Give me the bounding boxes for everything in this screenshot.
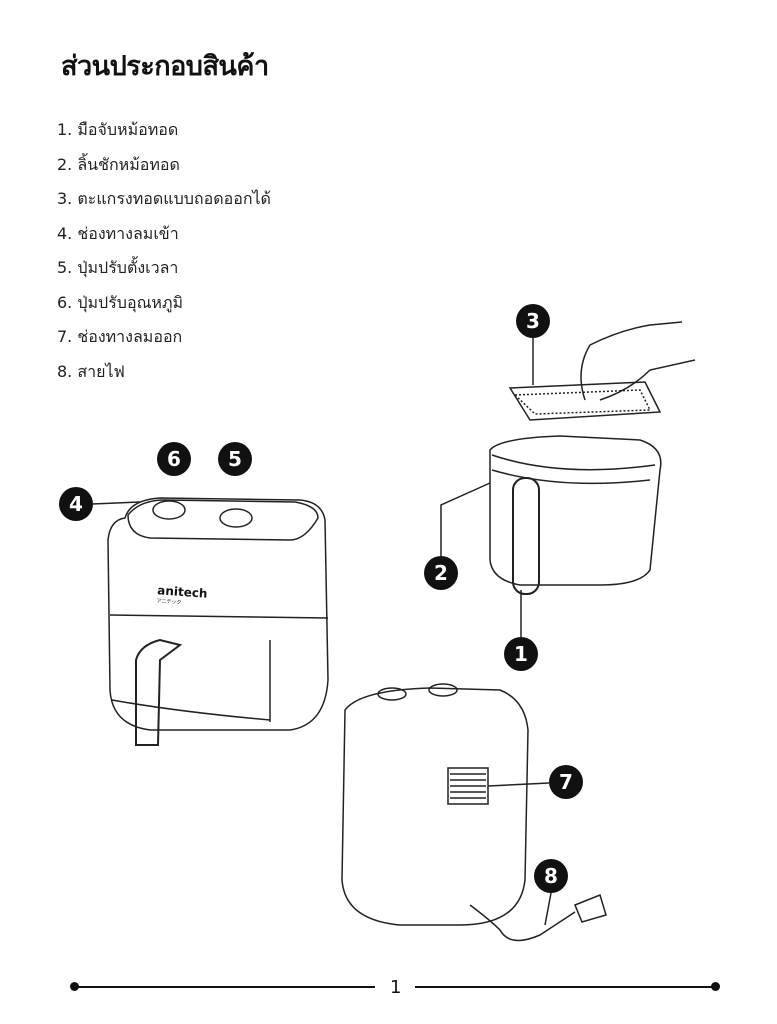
list-item: 1. มือจับหม้อทอด xyxy=(57,120,179,139)
fryer-basket-illustration xyxy=(440,321,696,637)
list-item: 6. ปุ่มปรับอุณหภูมิ xyxy=(57,292,184,312)
parts-list: 1. มือจับหม้อทอด 2. ลิ้นชักหม้อทอด 3. ตะ… xyxy=(57,118,271,394)
list-item: 2. ลิ้นชักหม้อทอด xyxy=(57,154,180,174)
list-item: 7. ช่องทางลมออก xyxy=(57,327,183,346)
list-item: 5. ปุ่มปรับตั้งเวลา xyxy=(57,258,179,277)
callout-7: 7 xyxy=(549,765,583,799)
callout-2: 2 xyxy=(424,556,458,590)
callout-6: 6 xyxy=(157,442,191,476)
fryer-back-illustration xyxy=(341,683,607,942)
footer-dot-left xyxy=(70,982,79,991)
page-title: ส่วนประกอบสินค้า xyxy=(61,51,269,82)
callout-8: 8 xyxy=(534,859,568,893)
fryer-front-illustration xyxy=(91,497,329,746)
footer-dot-right xyxy=(711,982,720,991)
callout-4: 4 xyxy=(59,487,93,521)
callout-3: 3 xyxy=(516,304,550,338)
callout-1: 1 xyxy=(504,637,538,671)
list-item: 4. ช่องทางลมเข้า xyxy=(57,223,179,243)
footer-divider-right xyxy=(415,986,715,988)
callout-5: 5 xyxy=(218,442,252,476)
page-number: 1 xyxy=(390,977,402,998)
list-item: 8. สายไฟ xyxy=(57,361,125,381)
list-item: 3. ตะแกรงทอดแบบถอดออกได้ xyxy=(57,189,271,208)
footer-divider-left xyxy=(75,986,375,988)
